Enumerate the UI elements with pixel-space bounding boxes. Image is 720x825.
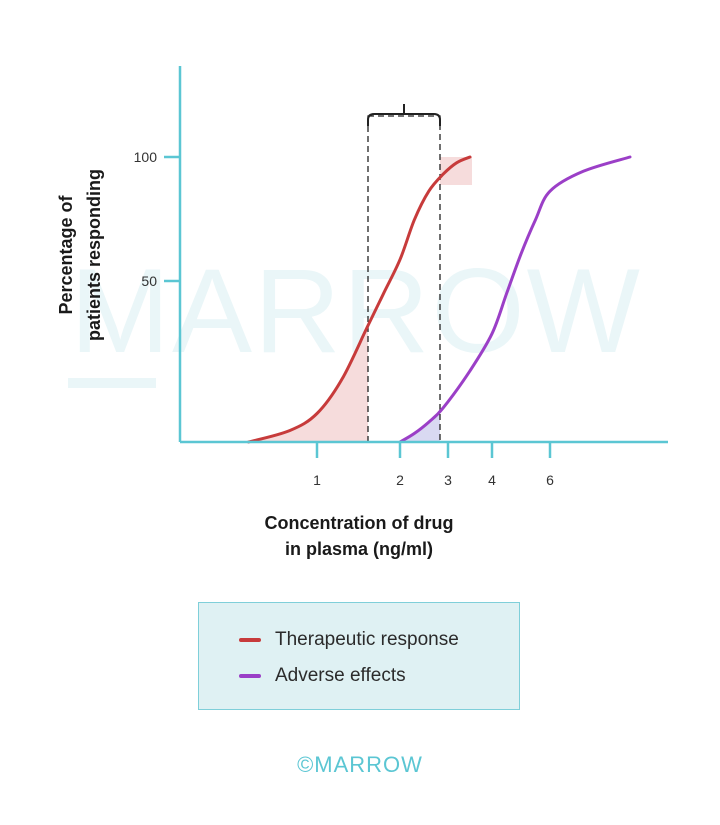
legend-label-therapeutic: Therapeutic response: [275, 629, 459, 650]
therapeutic-shaded-area: [248, 325, 368, 442]
x-axis-title-line-1: Concentration of drug: [265, 513, 454, 533]
legend-label-adverse: Adverse effects: [275, 665, 406, 686]
adverse-shaded-area: [400, 411, 440, 442]
watermark-underline: [68, 378, 156, 388]
x-tick-label-6: 6: [546, 472, 554, 488]
series-lines: [247, 155, 632, 444]
y-tick-label-50: 50: [141, 273, 157, 289]
y-axis-title-line-2: patients responding: [84, 169, 104, 341]
y-axis-title-line-1: Percentage of: [56, 194, 76, 314]
legend-swatch-therapeutic: [239, 638, 261, 642]
footer-logo: ©MARROW: [297, 752, 423, 777]
legend-item-adverse: Adverse effects: [239, 664, 406, 688]
x-tick-label-4: 4: [488, 472, 496, 488]
x-axis-title: Concentration of drug in plasma (ng/ml): [265, 513, 454, 559]
legend: Therapeutic response Adverse effects: [198, 602, 520, 710]
legend-item-therapeutic: Therapeutic response: [239, 628, 459, 652]
y-ticks: 50 100: [134, 149, 180, 289]
therapeutic-response-line: [247, 155, 472, 444]
x-ticks: 1 2 3 4 6: [313, 442, 554, 488]
axes: [178, 66, 668, 444]
legend-swatch-adverse: [239, 674, 261, 678]
x-tick-label-2: 2: [396, 472, 404, 488]
y-tick-label-100: 100: [134, 149, 158, 165]
y-axis-title: Percentage of patients responding: [56, 169, 104, 341]
adverse-effects-line: [398, 155, 632, 444]
x-axis-title-line-2: in plasma (ng/ml): [285, 539, 433, 559]
x-tick-label-3: 3: [444, 472, 452, 488]
therapeutic-window-bracket: [367, 104, 441, 126]
x-tick-label-1: 1: [313, 472, 321, 488]
